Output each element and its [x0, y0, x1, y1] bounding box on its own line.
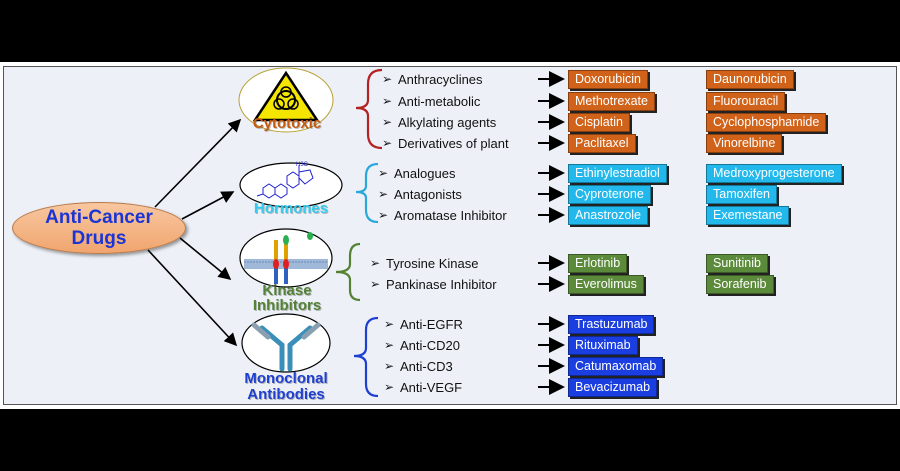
- brace-cytotoxic: [355, 68, 383, 150]
- drug-box: Paclitaxel: [568, 134, 636, 153]
- drug-box: Anastrozole: [568, 206, 649, 225]
- arrow-to-monoclonal: [147, 249, 238, 347]
- drug-box: Ethinylestradiol: [568, 164, 667, 183]
- drug-box: Cyclophosphamide: [706, 113, 827, 132]
- drug-class-label: Alkylating agents: [398, 114, 497, 130]
- hormones-label: Hormones: [253, 200, 329, 217]
- drug-class-row: ➢ Tyrosine Kinase: [370, 254, 479, 272]
- drug-class-label: Tyrosine Kinase: [386, 255, 479, 271]
- drug-class-row: ➢ Anti-metabolic: [382, 92, 480, 110]
- drug-class-label: Anti-EGFR: [400, 316, 463, 332]
- drug-box: Everolimus: [568, 275, 644, 294]
- bullet-arrow-icon: ➢: [378, 208, 389, 222]
- drug-class-row: ➢ Anthracyclines: [382, 70, 483, 88]
- drug-class-row: ➢ Antagonists: [378, 185, 462, 203]
- drug-class-label: Anti-VEGF: [400, 379, 463, 395]
- drug-box: Rituximab: [568, 336, 638, 355]
- arrow-to-cytotoxic: [154, 118, 242, 208]
- drug-box: Tamoxifen: [706, 185, 777, 204]
- drug-box: Erlotinib: [568, 254, 628, 273]
- brace-hormones: [355, 162, 379, 224]
- bullet-arrow-icon: ➢: [384, 380, 395, 394]
- drug-class-label: Anti-metabolic: [398, 93, 481, 109]
- monoclonal-label: Antibodies: [247, 386, 325, 403]
- drug-box: Catumaxomab: [568, 357, 664, 376]
- bullet-arrow-icon: ➢: [370, 277, 381, 291]
- bullet-arrow-icon: ➢: [370, 256, 381, 270]
- drug-class-row: ➢ Anti-CD20: [384, 336, 460, 354]
- drug-class-row: ➢ Anti-CD3: [384, 357, 453, 375]
- drug-class-label: Anti-CD20: [400, 337, 460, 353]
- title-line-2: Drugs: [71, 228, 127, 249]
- kinase-receptor-icon: [239, 228, 333, 288]
- drug-box: Bevacizumab: [568, 378, 658, 397]
- bullet-arrow-icon: ➢: [378, 187, 389, 201]
- antibody-icon: [241, 313, 331, 373]
- brace-kinase: [335, 242, 361, 302]
- drug-box: Fluorouracil: [706, 92, 786, 111]
- arrow-to-hormones: [181, 191, 235, 220]
- monoclonal-label: Monoclonal: [244, 370, 328, 387]
- kinase-label: Kinase: [262, 282, 312, 299]
- bullet-arrow-icon: ➢: [378, 166, 389, 180]
- drug-box: Daunorubicin: [706, 70, 794, 89]
- drug-class-row: ➢ Anti-EGFR: [384, 315, 463, 333]
- drug-box: Exemestane: [706, 206, 790, 225]
- drug-box: Medroxyprogesterone: [706, 164, 842, 183]
- bullet-arrow-icon: ➢: [384, 359, 395, 373]
- drug-box: Cisplatin: [568, 113, 630, 132]
- drug-box: Sunitinib: [706, 254, 768, 273]
- brace-monoclonal: [353, 316, 379, 398]
- title-line-1: Anti-Cancer: [45, 207, 153, 228]
- anti-cancer-drugs-node: Anti-Cancer Drugs: [12, 202, 186, 254]
- bullet-arrow-icon: ➢: [382, 136, 393, 150]
- drug-box: Doxorubicin: [568, 70, 649, 89]
- drug-class-label: Anti-CD3: [400, 358, 453, 374]
- steroid-structure-icon: H3C: [239, 162, 343, 208]
- drug-class-label: Derivatives of plant: [398, 135, 509, 151]
- bullet-arrow-icon: ➢: [382, 72, 393, 86]
- bullet-arrow-icon: ➢: [384, 338, 395, 352]
- svg-text:H3C: H3C: [296, 162, 309, 168]
- bullet-arrow-icon: ➢: [382, 115, 393, 129]
- drug-class-row: ➢ Pankinase Inhibitor: [370, 275, 497, 293]
- drug-class-label: Anthracyclines: [398, 71, 483, 87]
- drug-class-label: Antagonists: [394, 186, 462, 202]
- drug-box: Cyproterone: [568, 185, 651, 204]
- arrow-to-kinase: [179, 237, 232, 281]
- cytotoxic-label: Cytotoxic: [252, 115, 322, 132]
- drug-box: Trastuzumab: [568, 315, 655, 334]
- kinase-label: Inhibitors: [252, 297, 322, 314]
- bullet-arrow-icon: ➢: [382, 94, 393, 108]
- drug-class-row: ➢ Alkylating agents: [382, 113, 496, 131]
- drug-class-row: ➢ Derivatives of plant: [382, 134, 509, 152]
- drug-class-label: Pankinase Inhibitor: [386, 276, 497, 292]
- drug-box: Vinorelbine: [706, 134, 783, 153]
- drug-class-row: ➢ Aromatase Inhibitor: [378, 206, 507, 224]
- drug-box: Sorafenib: [706, 275, 774, 294]
- biohazard-icon: [238, 67, 334, 133]
- drug-box: Methotrexate: [568, 92, 655, 111]
- drug-class-row: ➢ Anti-VEGF: [384, 378, 462, 396]
- drug-class-row: ➢ Analogues: [378, 164, 455, 182]
- drug-class-label: Analogues: [394, 165, 456, 181]
- drug-class-label: Aromatase Inhibitor: [394, 207, 507, 223]
- bullet-arrow-icon: ➢: [384, 317, 395, 331]
